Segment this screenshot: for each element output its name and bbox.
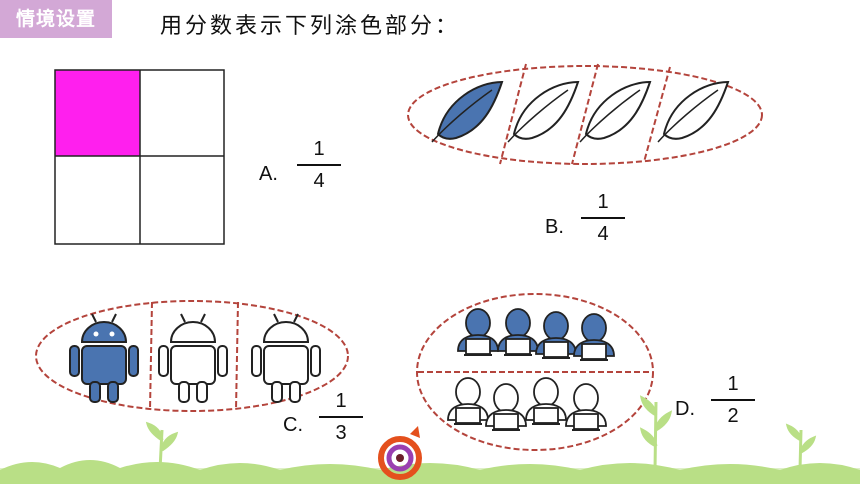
numerator: 1 <box>313 138 325 160</box>
denominator: 3 <box>335 422 347 444</box>
person-icon-shaded <box>535 311 577 359</box>
person-icon <box>447 377 489 425</box>
fraction-bar <box>581 217 625 219</box>
option-a-label: A. <box>259 163 278 185</box>
person-icon <box>565 383 607 431</box>
leaves-group <box>407 63 763 165</box>
option-a-fraction: 1 4 <box>297 136 341 194</box>
fraction-bar <box>297 164 341 166</box>
quartered-square <box>54 69 225 245</box>
numerator: 1 <box>335 390 347 412</box>
numerator: 1 <box>727 373 739 395</box>
denominator: 4 <box>597 223 609 245</box>
person-icon <box>525 377 567 425</box>
option-c-label: C. <box>283 414 303 436</box>
option-d-label: D. <box>675 398 695 420</box>
denominator: 2 <box>727 405 739 427</box>
robot-icon <box>251 313 321 403</box>
people-group <box>416 293 654 451</box>
person-icon-shaded <box>573 313 615 361</box>
robot-icon <box>158 313 228 403</box>
robot-icon-shaded <box>69 313 139 403</box>
section-tag: 情境设置 <box>0 0 112 38</box>
option-c-fraction: 1 3 <box>319 388 363 446</box>
leaf-icon-shaded <box>431 81 503 143</box>
leaf-icon <box>657 81 729 143</box>
fraction-bar <box>711 399 755 401</box>
robots-ellipse <box>35 300 349 412</box>
shaded-quarter <box>55 70 140 156</box>
option-b-fraction: 1 4 <box>581 189 625 247</box>
person-icon <box>485 383 527 431</box>
leaves-ellipse <box>407 65 763 165</box>
instruction-text: 用分数表示下列涂色部分： <box>160 14 461 39</box>
option-d-fraction: 1 2 <box>711 371 755 429</box>
robots-group <box>35 300 349 412</box>
option-b-label: B. <box>545 216 564 238</box>
person-icon-shaded <box>497 308 539 356</box>
person-icon-shaded <box>457 308 499 356</box>
denominator: 4 <box>313 170 325 192</box>
logo-icon <box>378 426 422 480</box>
people-ellipse <box>416 293 654 451</box>
fraction-bar <box>319 416 363 418</box>
grass-decoration <box>0 395 860 484</box>
numerator: 1 <box>597 191 609 213</box>
